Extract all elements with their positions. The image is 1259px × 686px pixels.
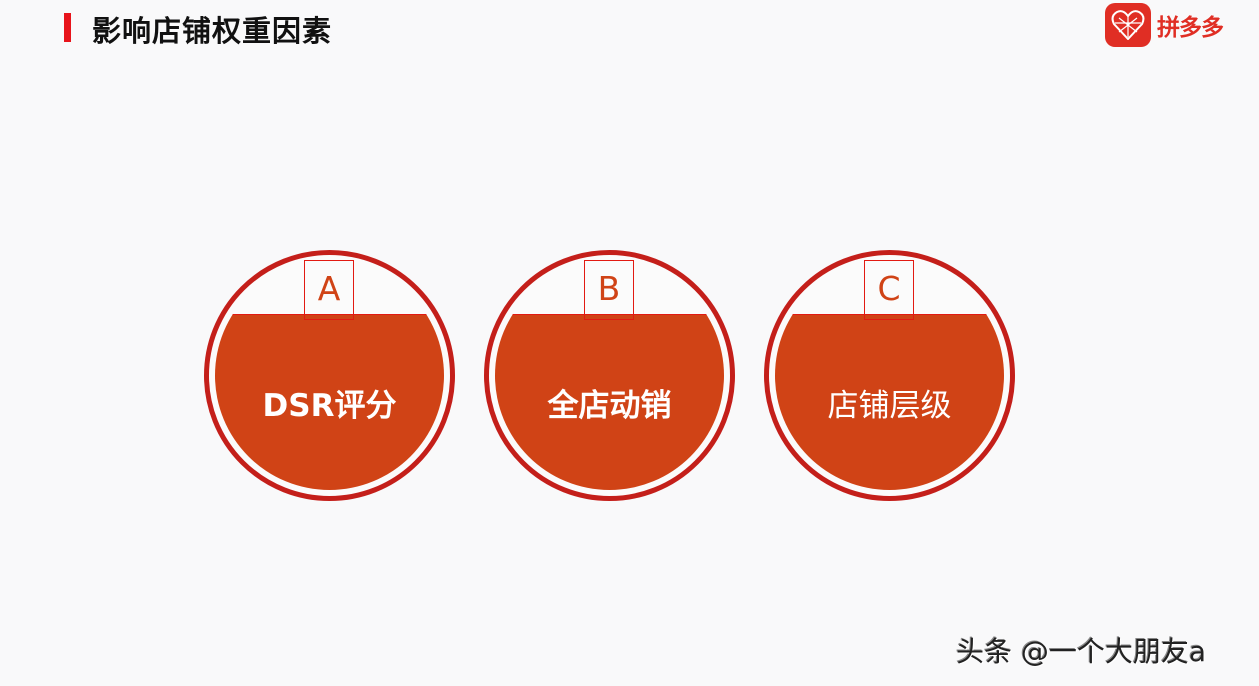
page-title: 影响店铺权重因素	[92, 14, 333, 48]
factor-circle-a: A DSR评分	[204, 250, 455, 501]
factor-circle-b: B 全店动销	[484, 250, 735, 501]
letter-box: B	[584, 260, 634, 320]
factor-letter: A	[317, 269, 341, 308]
pinduoduo-logo: 拼多多	[1105, 3, 1224, 47]
factor-letter: B	[597, 269, 621, 308]
factor-label: 全店动销	[547, 388, 672, 424]
inner-fill	[775, 261, 1004, 490]
pinduoduo-logo-icon	[1105, 3, 1151, 47]
watermark: 头条 @一个大朋友a	[956, 635, 1207, 668]
letter-box: C	[864, 260, 914, 320]
factor-label: DSR评分	[262, 388, 397, 424]
title-accent-bar	[64, 13, 71, 42]
inner-fill	[495, 261, 724, 490]
inner-fill	[215, 261, 444, 490]
logo-text: 拼多多	[1157, 15, 1224, 41]
factor-letter: C	[877, 269, 901, 308]
factor-label: 店铺层级	[827, 388, 952, 424]
letter-box: A	[304, 260, 354, 320]
factor-circle-c: C 店铺层级	[764, 250, 1015, 501]
